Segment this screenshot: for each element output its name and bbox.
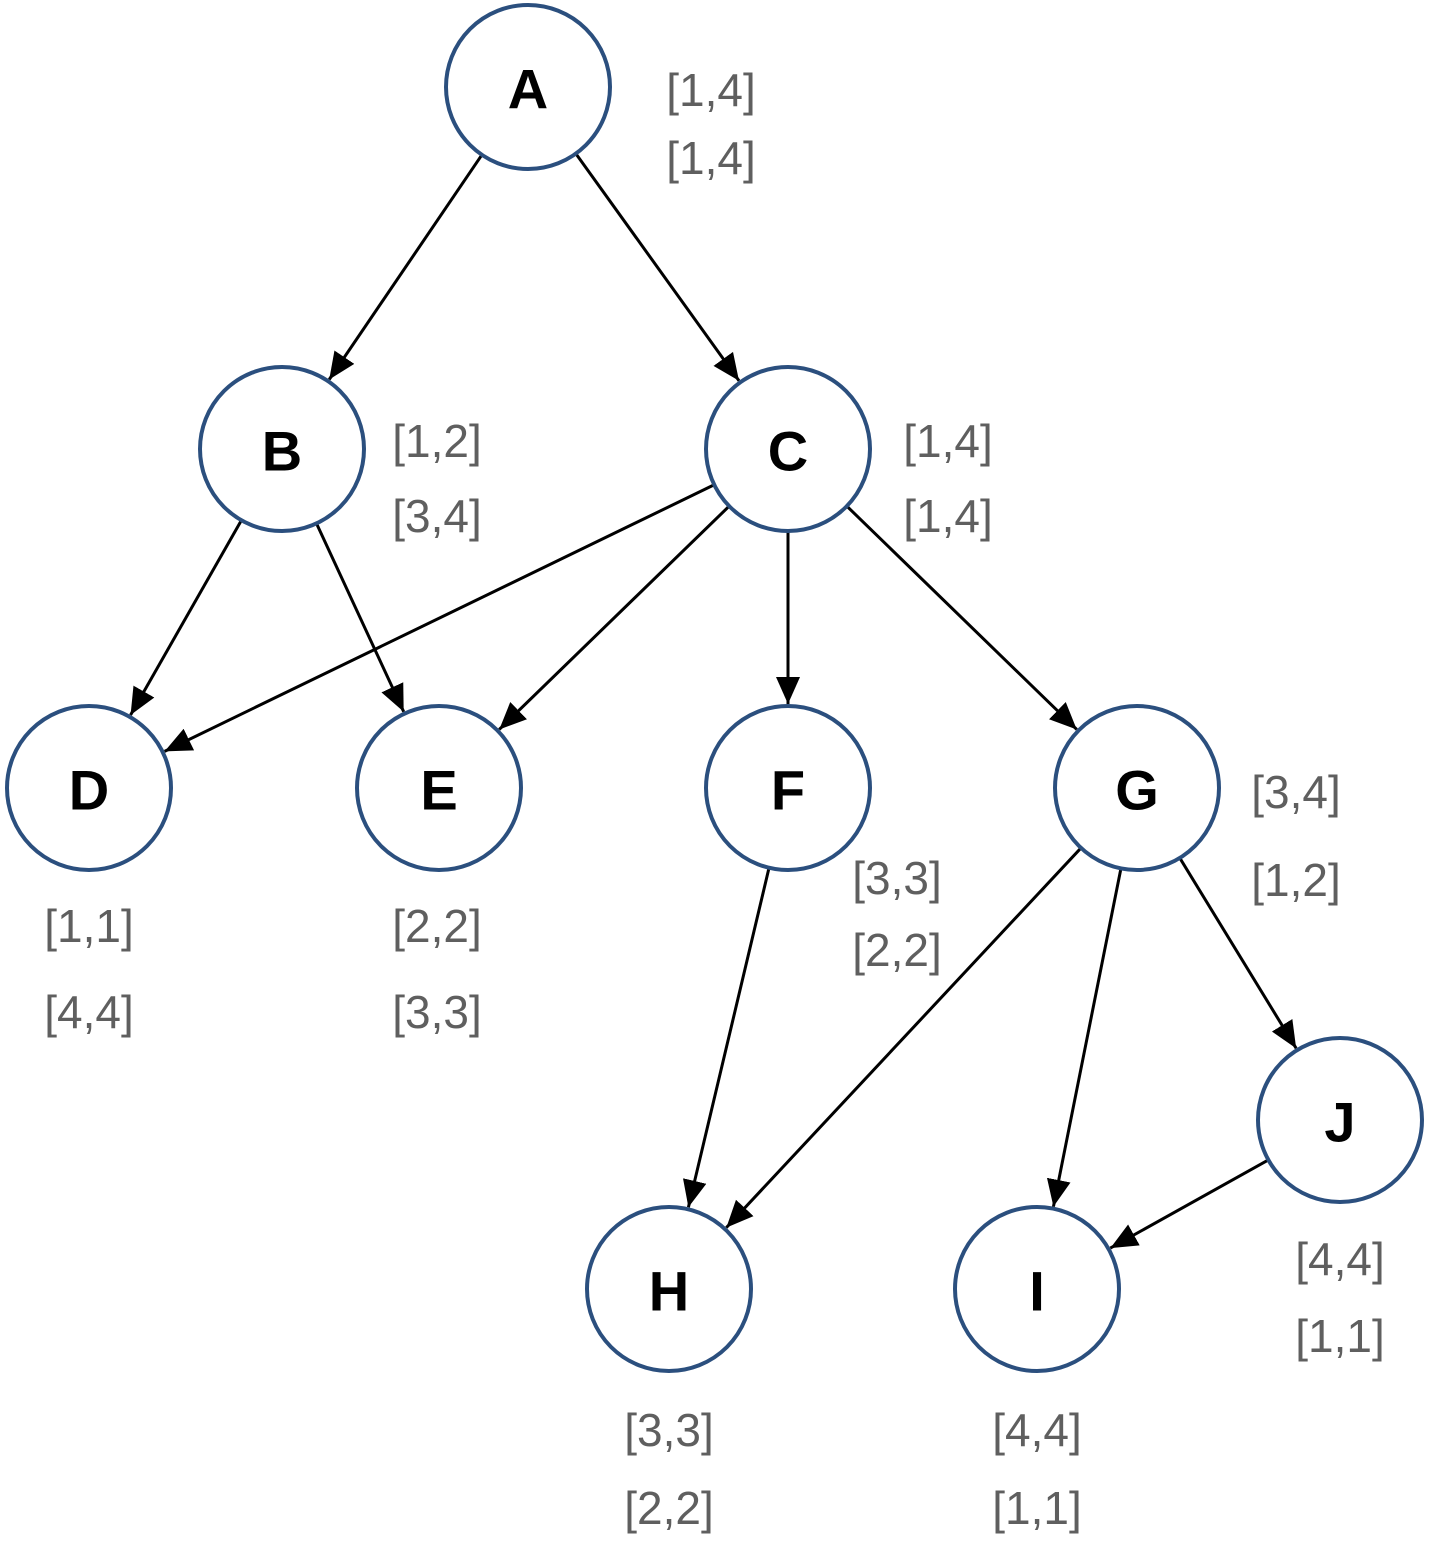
node-label: C — [768, 420, 808, 483]
node-label: D — [69, 759, 109, 822]
node-f: F — [704, 704, 872, 872]
edge-b-to-e — [315, 522, 406, 713]
node-label: G — [1115, 759, 1159, 822]
interval-label-c-1: [1,4] — [903, 415, 993, 467]
interval-label-e-2: [3,3] — [392, 986, 482, 1038]
interval-label-c-2: [1,4] — [903, 490, 993, 542]
node-circle — [704, 704, 872, 872]
edge-j-to-i — [1109, 1158, 1270, 1250]
node-circle — [444, 3, 612, 171]
interval-label-j-2: [1,1] — [1295, 1310, 1385, 1362]
edge-c-to-d — [163, 483, 715, 753]
edge-g-to-j — [1178, 857, 1298, 1050]
node-i: I — [953, 1205, 1121, 1373]
edge-g-to-h — [725, 846, 1083, 1229]
edge-b-to-d — [129, 519, 243, 716]
edges-layer — [129, 152, 1298, 1250]
edge-a-to-c — [574, 152, 741, 382]
interval-label-h-1: [3,3] — [624, 1404, 714, 1456]
node-c: C — [704, 365, 872, 533]
interval-label-d-2: [4,4] — [44, 986, 134, 1038]
node-label: J — [1324, 1091, 1355, 1154]
node-label: B — [262, 420, 302, 483]
node-h: H — [585, 1205, 753, 1373]
node-circle — [1053, 704, 1221, 872]
interval-label-h-2: [2,2] — [624, 1482, 714, 1534]
interval-label-g-2: [1,2] — [1251, 854, 1341, 906]
node-circle — [355, 704, 523, 872]
edge-c-to-g — [845, 505, 1078, 731]
interval-label-e-1: [2,2] — [392, 900, 482, 952]
node-label: I — [1029, 1260, 1045, 1323]
node-label: E — [420, 759, 457, 822]
edge-g-to-i — [1046, 868, 1123, 1207]
interval-label-g-1: [3,4] — [1251, 766, 1341, 818]
node-circle — [704, 365, 872, 533]
interval-label-a-1: [1,4] — [666, 64, 756, 116]
node-circle — [953, 1205, 1121, 1373]
interval-label-f-2: [2,2] — [852, 924, 942, 976]
node-j: J — [1256, 1036, 1424, 1204]
interval-label-f-1: [3,3] — [852, 852, 942, 904]
edge-a-to-b — [327, 153, 484, 381]
interval-label-j-1: [4,4] — [1295, 1233, 1385, 1285]
node-label: H — [649, 1260, 689, 1323]
node-e: E — [355, 704, 523, 872]
interval-label-i-2: [1,1] — [992, 1482, 1082, 1534]
interval-label-d-1: [1,1] — [44, 900, 134, 952]
node-circle — [1256, 1036, 1424, 1204]
nodes-layer: A B C D E F G H I J — [5, 3, 1424, 1373]
interval-label-b-1: [1,2] — [392, 415, 482, 467]
node-d: D — [5, 704, 173, 872]
node-circle — [585, 1205, 753, 1373]
interval-label-a-2: [1,4] — [666, 132, 756, 184]
edge-c-to-e — [498, 505, 731, 731]
node-b: B — [198, 365, 366, 533]
node-circle — [198, 365, 366, 533]
node-a: A — [444, 3, 612, 171]
interval-label-i-1: [4,4] — [992, 1404, 1082, 1456]
interval-label-b-2: [3,4] — [392, 490, 482, 542]
node-g: G — [1053, 704, 1221, 872]
edge-f-to-h — [682, 867, 771, 1208]
node-circle — [5, 704, 173, 872]
interval-labels-layer: [1,4] [1,4] [1,2] [3,4] [1,4] [1,4] [1,1] [4,4]… — [44, 64, 1385, 1534]
node-label: F — [771, 759, 805, 822]
node-label: A — [508, 58, 548, 121]
